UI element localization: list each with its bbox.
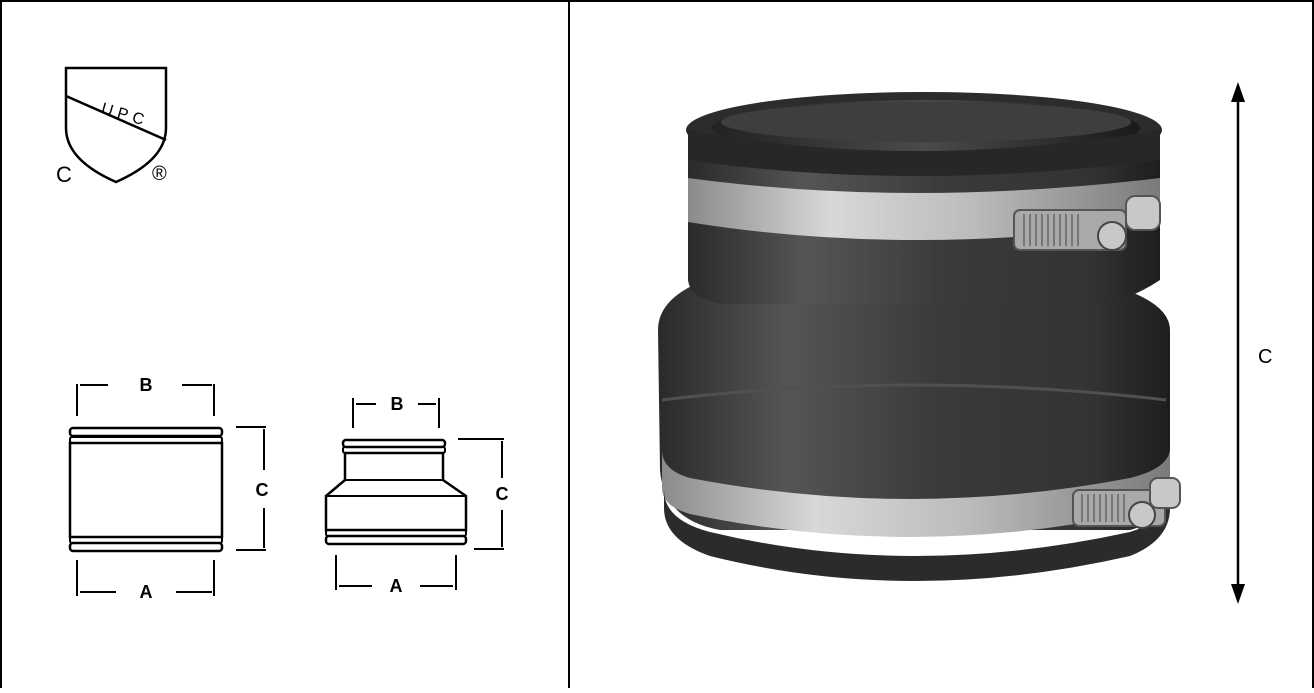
shield-text: UPC [99,100,151,130]
coupling-body [68,441,224,539]
reducer-label-a: A [390,576,403,596]
left-panel-drawing: UPC C ® B C [56,66,509,602]
reducer-diagram: B C A [324,394,509,596]
coupling-upper-body [686,92,1162,304]
panel-divider [568,0,570,688]
left-panel: UPC C ® B C [0,0,568,688]
bottom-screw-icon [1128,501,1156,529]
height-dimension-label: C [1258,346,1273,368]
coupling-label-a: A [140,582,153,602]
reducer-label-b: B [391,394,404,414]
bottom-clamp-band [662,448,1170,537]
shield-icon [64,66,168,184]
reducer-label-c: C [496,484,509,504]
registered-mark: ® [152,163,167,185]
right-panel: C [570,0,1314,688]
coupling-lower-body [658,282,1181,581]
arrow-up-icon [1231,82,1245,102]
shield-stripe [65,94,167,142]
coupling-label-b: B [140,375,153,395]
coupling-label-c: C [256,480,269,500]
reducer-body [324,451,468,532]
upc-certification-logo: UPC C ® [56,66,168,187]
arrow-down-icon [1231,584,1245,604]
coupling-photo [658,82,1245,604]
height-dimension-arrow [1231,82,1245,604]
top-screw-icon [1097,221,1127,251]
coupling-diagram: B C A [68,375,269,602]
certification-prefix: C [56,162,72,187]
